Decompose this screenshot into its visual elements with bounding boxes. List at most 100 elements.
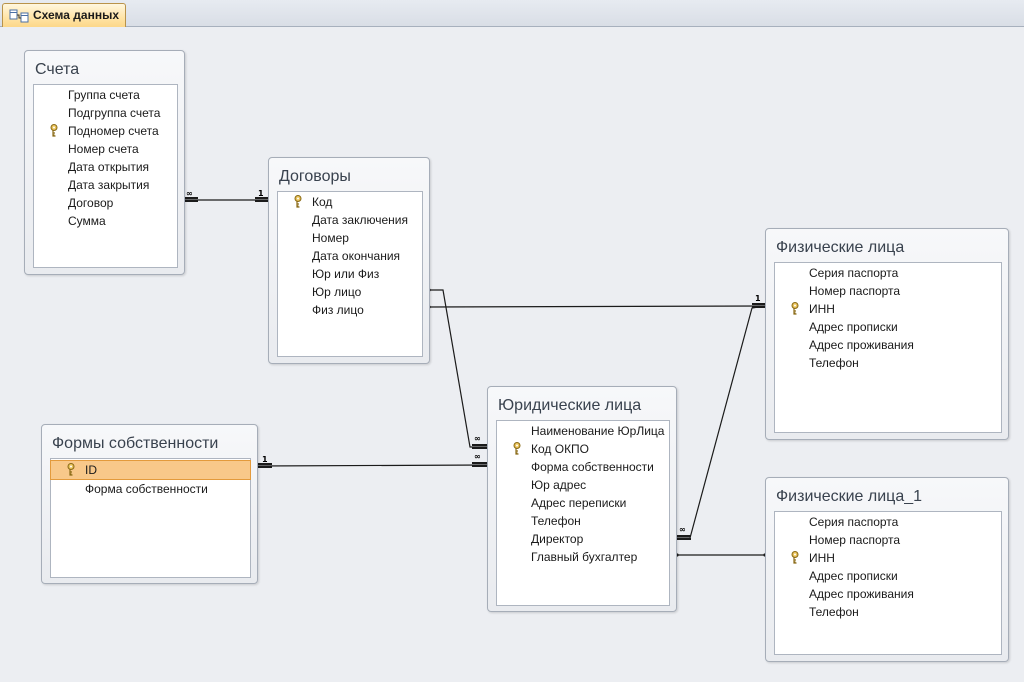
cardinality-one-label: 1 [755,294,761,303]
field-row[interactable]: Адрес проживания [775,585,1001,603]
field-label: Договор [68,196,114,210]
field-row[interactable]: Номер паспорта [775,531,1001,549]
field-row[interactable]: Договор [34,194,177,212]
field-label: Код ОКПО [531,442,590,456]
field-label: ID [85,463,97,477]
field-label: Адрес прописки [809,320,898,334]
field-label: Номер счета [68,142,139,156]
primary-key-icon [791,551,799,564]
field-row[interactable]: Номер паспорта [775,282,1001,300]
table-formy[interactable]: Формы собственности ID Форма собственност… [41,424,258,584]
field-row[interactable]: ИНН [775,300,1001,318]
field-label: Серия паспорта [809,515,899,529]
table-title[interactable]: Физические лица_1 [776,488,923,505]
field-row[interactable]: Серия паспорта [775,264,1001,282]
primary-key-icon [50,124,58,137]
field-row[interactable]: Телефон [497,512,669,530]
field-label: Дата окончания [312,249,401,263]
field-row[interactable]: Код ОКПО [497,440,669,458]
field-row[interactable]: Адрес прописки [775,318,1001,336]
field-row[interactable]: Код [278,193,422,211]
field-row[interactable]: Адрес проживания [775,336,1001,354]
field-label: Телефон [809,356,859,370]
field-label: Серия паспорта [809,266,899,280]
field-label: Форма собственности [531,460,654,474]
field-row[interactable]: Дата открытия [34,158,177,176]
cardinality-many-label: ∞ [679,525,686,534]
field-row[interactable]: Телефон [775,354,1001,372]
cardinality-many-label: ∞ [474,434,481,443]
field-row[interactable]: Юр лицо [278,283,422,301]
field-row[interactable]: Главный бухгалтер [497,548,669,566]
field-row[interactable]: Дата окончания [278,247,422,265]
field-label: Дата открытия [68,160,150,174]
cardinality-many-label: ∞ [186,189,193,198]
field-label: Телефон [531,514,581,528]
primary-key-icon [791,302,799,315]
field-row[interactable]: Сумма [34,212,177,230]
table-title[interactable]: Формы собственности [52,435,219,452]
field-row[interactable]: Дата заключения [278,211,422,229]
field-label: Дата закрытия [68,178,150,192]
field-row[interactable]: Форма собственности [51,480,250,498]
cardinality-many-label: ∞ [474,452,481,461]
cardinality-one-label: 1 [262,455,268,464]
field-list: ID Форма собственности [50,458,251,578]
primary-key-icon [67,463,75,476]
table-title[interactable]: Юридические лица [498,397,642,414]
field-label: Подгруппа счета [68,106,161,120]
field-row[interactable]: Наименование ЮрЛица [497,422,669,440]
field-label: Юр адрес [531,478,587,492]
field-label: Группа счета [68,88,140,102]
field-label: Юр лицо [312,285,362,299]
field-label: ИНН [809,551,835,565]
field-label: Адрес прописки [809,569,898,583]
field-row[interactable]: Директор [497,530,669,548]
field-label: Подномер счета [68,124,159,138]
field-row[interactable]: ID [50,460,251,480]
relationships-icon [9,9,29,23]
table-title[interactable]: Физические лица [776,239,905,256]
field-label: Наименование ЮрЛица [531,424,665,438]
table-title[interactable]: Договоры [279,168,351,185]
field-label: Физ лицо [312,303,364,317]
field-row[interactable]: Юр или Физ [278,265,422,283]
field-row[interactable]: Адрес прописки [775,567,1001,585]
tab-relationships[interactable]: Схема данных [2,3,126,27]
field-row[interactable]: Телефон [775,603,1001,621]
field-row[interactable]: ИНН [775,549,1001,567]
field-row[interactable]: Серия паспорта [775,513,1001,531]
field-row[interactable]: Номер [278,229,422,247]
field-row[interactable]: Подномер счета [34,122,177,140]
field-row[interactable]: Подгруппа счета [34,104,177,122]
field-label: Юр или Физ [312,267,380,281]
field-row[interactable]: Юр адрес [497,476,669,494]
field-label: Адрес переписки [531,496,627,510]
field-row[interactable]: Номер счета [34,140,177,158]
primary-key-icon [294,195,302,208]
cardinality-one-label: 1 [258,189,264,198]
field-row[interactable]: Группа счета [34,86,177,104]
document-tab-bar: Схема данных [0,0,1024,27]
field-label: Сумма [68,214,106,228]
field-row[interactable]: Дата закрытия [34,176,177,194]
field-label: Адрес проживания [809,338,914,352]
field-label: Главный бухгалтер [531,550,638,564]
field-label: Номер [312,231,349,245]
field-label: Директор [531,532,584,546]
field-label: Код [312,195,333,209]
field-row[interactable]: Форма собственности [497,458,669,476]
field-label: Форма собственности [85,482,208,496]
table-title[interactable]: Счета [35,61,80,78]
field-row[interactable]: Физ лицо [278,301,422,319]
field-row[interactable]: Адрес переписки [497,494,669,512]
